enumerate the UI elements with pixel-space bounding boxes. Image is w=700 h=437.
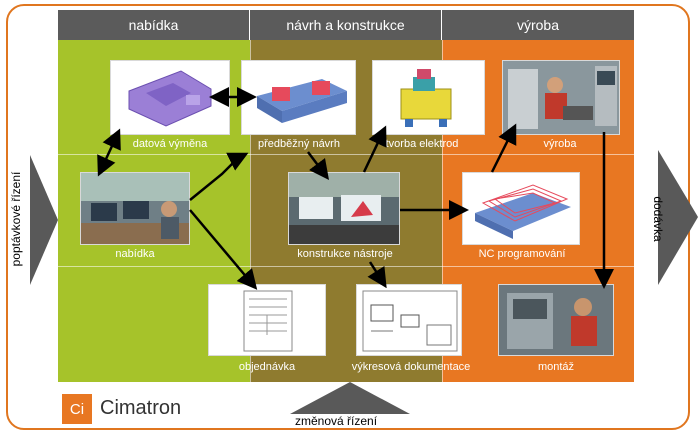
grid-line-row2 — [58, 266, 634, 267]
tile-preliminary-design — [241, 60, 356, 135]
tile-order-document — [208, 284, 326, 356]
assembly-worker-photo — [499, 285, 613, 355]
delivery-arrow — [658, 150, 698, 285]
tile-tool-design-photo — [288, 172, 400, 245]
arrow-tooldesign-electrodes — [362, 125, 387, 173]
tile-drawing-documentation — [356, 284, 462, 356]
label-objednavka: objednávka — [238, 361, 296, 373]
tile-nc-programming — [462, 172, 580, 245]
tile-offer-photo — [80, 172, 190, 245]
technical-drawing-icon — [362, 290, 458, 352]
arrow-offer-design — [189, 152, 249, 201]
column-header-vyroba: výroba — [442, 10, 634, 40]
designer-workstation-photo — [289, 173, 399, 244]
nc-toolpath-icon — [475, 184, 571, 239]
electrode-model-icon — [400, 69, 452, 127]
grid-line-col1 — [250, 40, 251, 382]
label-datova-vymena: datová výměna — [132, 138, 208, 150]
label-vyroba: výroba — [543, 138, 577, 150]
label-predbezny-navrh: předběžný návrh — [258, 138, 340, 150]
office-workers-photo — [81, 173, 189, 244]
grid-line-row1 — [58, 154, 634, 155]
label-tvorba-elektrod: tvorba elektrod — [385, 138, 459, 150]
cimatron-logo-mark: Ci — [62, 394, 92, 424]
order-form-icon — [243, 290, 293, 352]
cimatron-logo-text: Cimatron — [100, 397, 182, 419]
arrow-design-tooldesign — [307, 151, 329, 180]
machine-operator-photo — [503, 61, 619, 134]
tile-electrodes — [372, 60, 485, 135]
cad-part-purple-icon — [128, 70, 212, 127]
label-montaz: montáž — [537, 361, 575, 373]
label-nc-programovani: NC programování — [478, 248, 566, 260]
tile-assembly-photo — [498, 284, 614, 356]
column-header-navrh: návrh a konstrukce — [250, 10, 441, 40]
arrow-nc-production — [490, 123, 517, 173]
change-label: změnová řízení — [295, 414, 378, 428]
arrow-tooldesign-drawing — [367, 261, 387, 289]
arrow-offer-order — [189, 209, 258, 290]
inquiry-arrow — [30, 155, 58, 285]
column-header-nabidka: nabídka — [58, 10, 249, 40]
label-konstrukce-nastroje: konstrukce nástroje — [297, 248, 393, 260]
label-vykresova-dokumentace: výkresová dokumentace — [351, 361, 471, 373]
change-arrow — [290, 382, 410, 414]
arrow-data-exchange-offer — [97, 128, 121, 177]
tile-production-photo — [502, 60, 620, 135]
label-nabidka: nabídka — [115, 248, 155, 260]
mold-assembly-icon — [257, 79, 347, 123]
